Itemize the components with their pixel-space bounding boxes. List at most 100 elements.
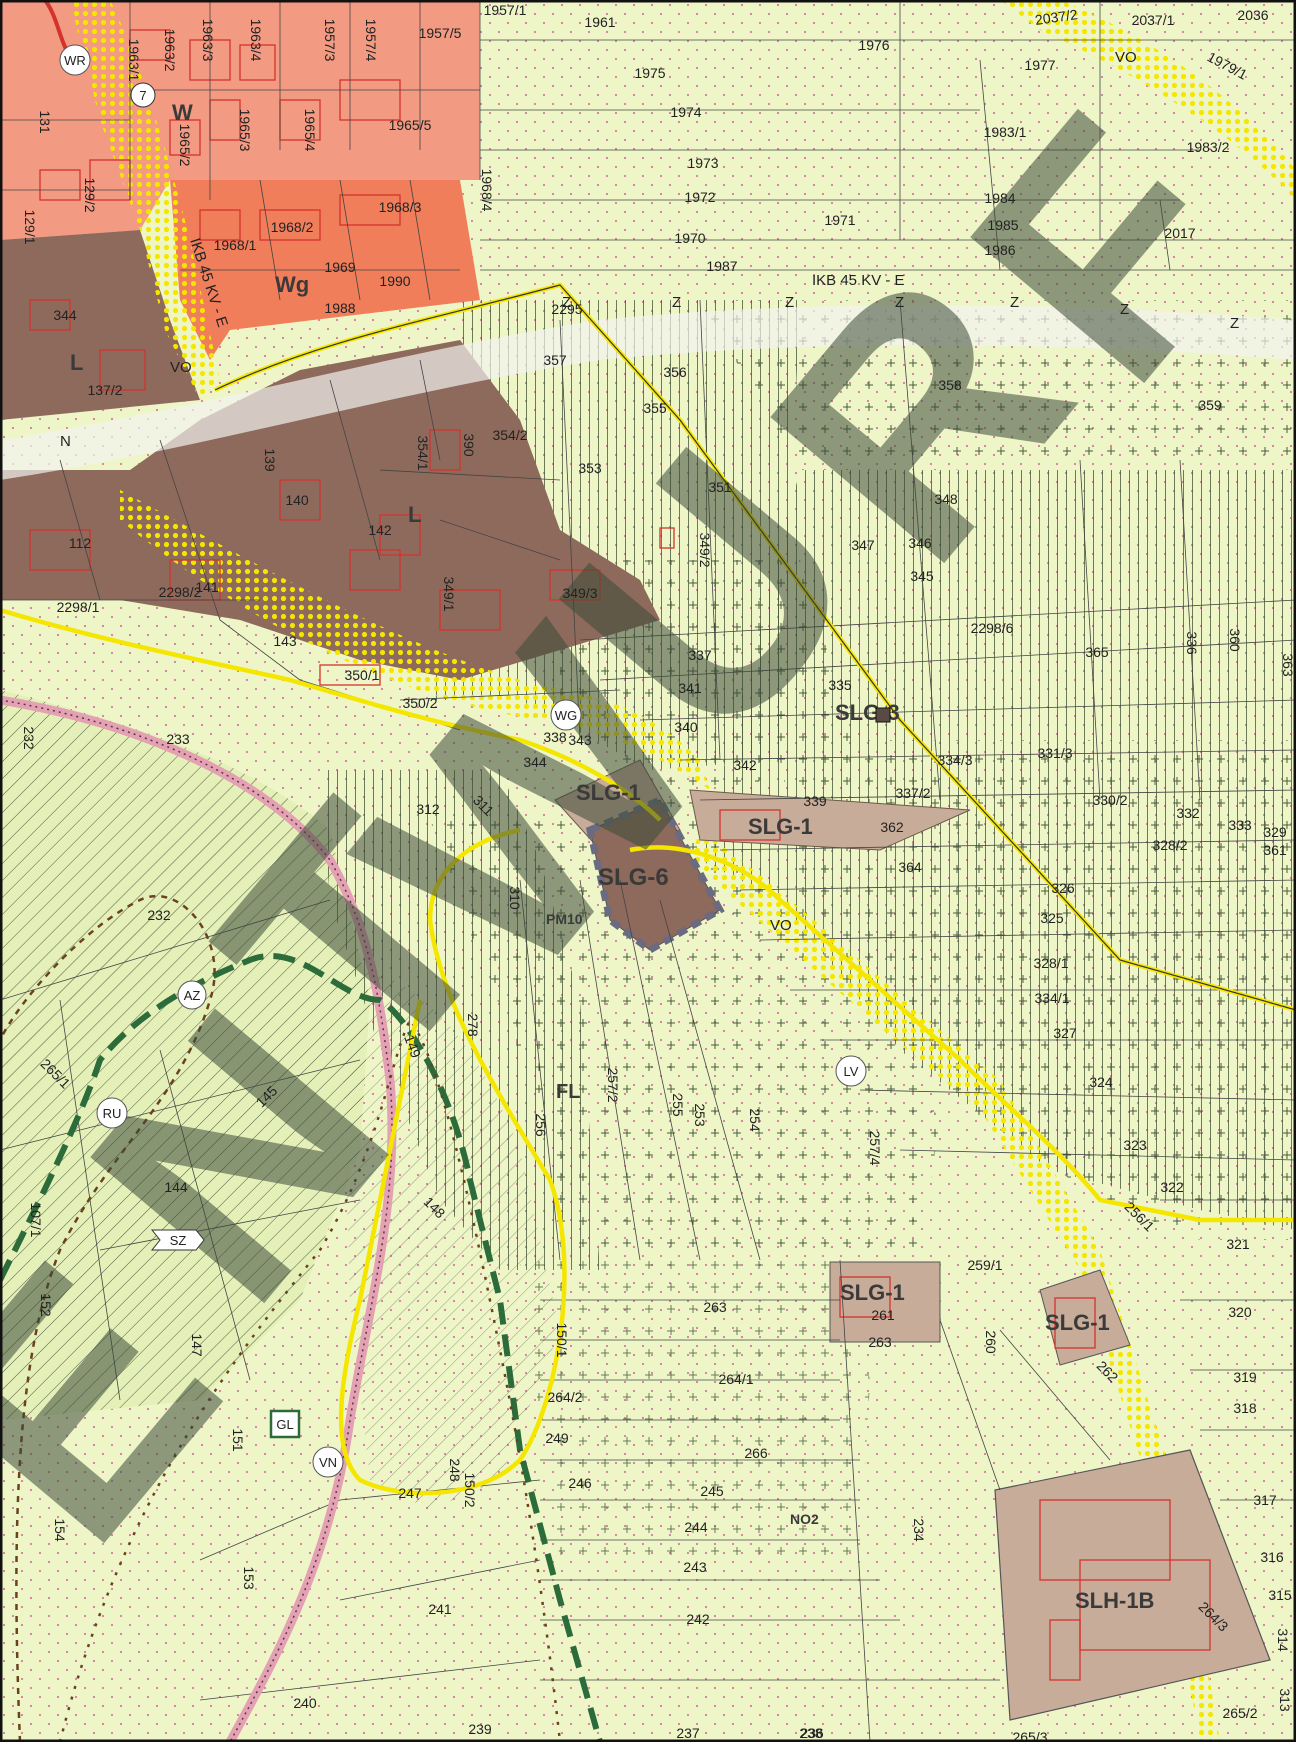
parcel-number: 1963/2 [162,29,178,72]
parcel-number: 1984 [984,190,1015,206]
parcel-number: 337 [688,647,712,663]
parcel-number: 354/2 [492,427,527,443]
parcel-number: 1983/2 [1187,139,1230,155]
parcel-number: 1969 [324,259,355,275]
zone-label: NO2 [790,1511,819,1527]
zone-label: Wg [275,272,309,297]
stream-pink [0,695,397,1742]
symbol-az-marker[interactable]: AZ [177,980,207,1010]
parcel-number: 323 [1123,1137,1147,1153]
parcel-number: 261 [871,1307,895,1323]
parcel-number: 327 [1053,1025,1077,1041]
svg-text:WR: WR [64,53,86,68]
parcel-number: 260 [983,1330,999,1354]
parcel-number: 330/2 [1092,792,1127,808]
zone-label: FL [556,1081,580,1103]
parcel-number: 149 [401,1033,424,1061]
parcel-number: 107/1 [28,1202,44,1237]
parcel-number: 358 [938,377,962,393]
parcel-number: 1963/3 [200,19,216,62]
parcel-number: 334/3 [937,752,972,768]
parcel-number: 247 [398,1485,422,1501]
parcel-number: 245 [700,1483,724,1499]
parcel-number: 344 [53,307,77,323]
cross-pattern-fl [430,820,940,1260]
slg-6-dashed-outline [585,795,725,955]
road-corridor-north [0,305,1296,480]
parcel-number: 244 [684,1519,708,1535]
zone-label: W [172,100,193,125]
line-label: VO [170,359,192,376]
zone-label: L [408,502,421,527]
parcel-number: 1957/4 [363,19,379,62]
parcel-number: 1965/2 [177,124,193,167]
parcel-number: 339 [803,793,827,809]
parcel-number: 1974 [670,104,701,120]
parcel-number: 1975 [634,65,665,81]
parcel-number: 241 [428,1601,452,1617]
parcel-number: 139 [262,448,278,472]
parcel-number: 265/3 [1012,1729,1047,1742]
parcel-number: 341 [678,680,702,696]
symbol-gl-marker[interactable]: GL [269,1409,301,1439]
yellow-boundaries-dark [214,284,1296,1011]
line-label: Z [785,294,794,311]
parcel-number: 1963/1 [126,39,142,82]
line-label: Z [1230,315,1239,332]
parcel-number: 364 [898,859,922,875]
svg-text:GL: GL [276,1417,293,1432]
symbol-lv-marker[interactable]: LV [835,1055,867,1087]
symbol-vn-marker[interactable]: VN [312,1446,344,1478]
parcel-number: 278 [465,1013,481,1037]
parcel-number: 236 [800,1725,824,1741]
parcel-number: 243 [683,1559,707,1575]
svg-text:7: 7 [139,88,146,103]
symbol-7-marker[interactable]: 7 [130,82,156,108]
svg-text:VN: VN [319,1455,337,1470]
parcel-number: 357 [543,352,567,368]
parcel-number: 2298/2 [159,584,202,600]
symbol-wr-marker[interactable]: WR [59,44,91,76]
parcel-number: 253 [692,1103,708,1127]
parcel-number: 365 [1085,644,1109,660]
parcel-number: 2037/2 [1034,6,1079,28]
line-label: N [60,433,71,450]
parcel-number: 1961 [584,14,615,30]
parcel-number: 153 [241,1566,257,1590]
symbol-ru-marker[interactable]: RU [96,1097,128,1129]
parcel-number: 363 [1280,653,1296,677]
symbol-sz-marker[interactable]: SZ [150,1229,205,1251]
parcel-number: 1977 [1024,57,1055,73]
parcel-number: 343 [568,732,592,748]
parcel-number: 263 [703,1299,727,1315]
parcel-number: 248 [447,1458,463,1482]
parcel-number: 1976 [858,37,889,53]
svg-text:SZ: SZ [170,1233,187,1248]
zone-label: SLG-1 [840,1280,905,1305]
parcel-number: 232 [147,907,171,923]
parcel-number: 266 [744,1445,768,1461]
line-label: Z [1120,301,1129,318]
parcel-number: 329 [1263,824,1287,840]
parcel-number: 264/2 [547,1389,582,1405]
parcel-number: 324 [1089,1074,1113,1090]
zone-label: SLG-6 [598,864,669,891]
parcel-number: 265/2 [1222,1705,1257,1721]
parcel-number: 362 [880,819,904,835]
line-label: VO [770,917,792,934]
symbol-wg-marker[interactable]: WG [550,699,582,731]
parcel-number: 359 [1198,397,1222,413]
parcel-number: 2036 [1237,7,1268,23]
line-label: Z [895,294,904,311]
parcel-number: 316 [1260,1549,1284,1565]
forest-hatch-lines [0,690,370,1420]
parcel-number: 317 [1253,1492,1277,1508]
svg-text:RU: RU [103,1106,122,1121]
svg-text:AZ: AZ [184,988,201,1003]
parcel-number: 320 [1228,1304,1252,1320]
parcel-number: 338 [543,729,567,745]
settlement-zone-l-main [0,340,660,680]
parcel-number: 259/1 [967,1257,1002,1273]
parcel-number: 143 [273,633,297,649]
